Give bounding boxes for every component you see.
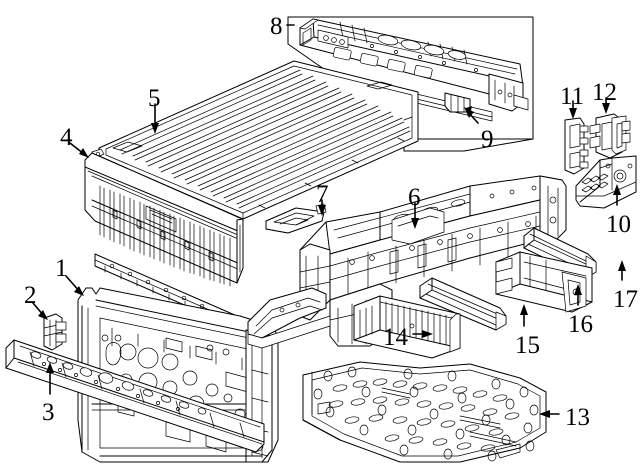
callout-8[interactable]: 8 bbox=[270, 13, 283, 40]
part-clip-bracket-left bbox=[564, 117, 589, 175]
callout-17[interactable]: 17 bbox=[613, 286, 638, 313]
part-box-crossmember bbox=[495, 251, 593, 313]
part-underbody-shield-panel bbox=[302, 361, 547, 463]
callout-15[interactable]: 15 bbox=[515, 332, 540, 359]
part-clip-bracket-right bbox=[589, 113, 631, 159]
leader-lines bbox=[32, 24, 626, 418]
part-floor-reinforcement-gusset bbox=[265, 203, 327, 234]
part-long-channel-rail bbox=[419, 277, 507, 331]
callout-7[interactable]: 7 bbox=[316, 181, 329, 208]
part-bed-front-lower-panel bbox=[353, 295, 461, 359]
part-small-bracket bbox=[43, 313, 67, 351]
callout-6[interactable]: 6 bbox=[408, 184, 421, 211]
callout-12[interactable]: 12 bbox=[592, 79, 617, 106]
callout-5[interactable]: 5 bbox=[148, 85, 161, 112]
callout-2[interactable]: 2 bbox=[24, 282, 37, 309]
part-lower-side-rail bbox=[5, 339, 265, 453]
callout-3[interactable]: 3 bbox=[42, 399, 55, 426]
callout-10[interactable]: 10 bbox=[606, 211, 631, 238]
callout-9[interactable]: 9 bbox=[481, 126, 494, 153]
callout-16[interactable]: 16 bbox=[568, 311, 593, 338]
callout-11[interactable]: 11 bbox=[560, 83, 585, 110]
callout-4[interactable]: 4 bbox=[60, 124, 73, 151]
callout-14[interactable]: 14 bbox=[383, 324, 408, 351]
callout-1[interactable]: 1 bbox=[55, 255, 68, 282]
callout-13[interactable]: 13 bbox=[565, 404, 590, 431]
